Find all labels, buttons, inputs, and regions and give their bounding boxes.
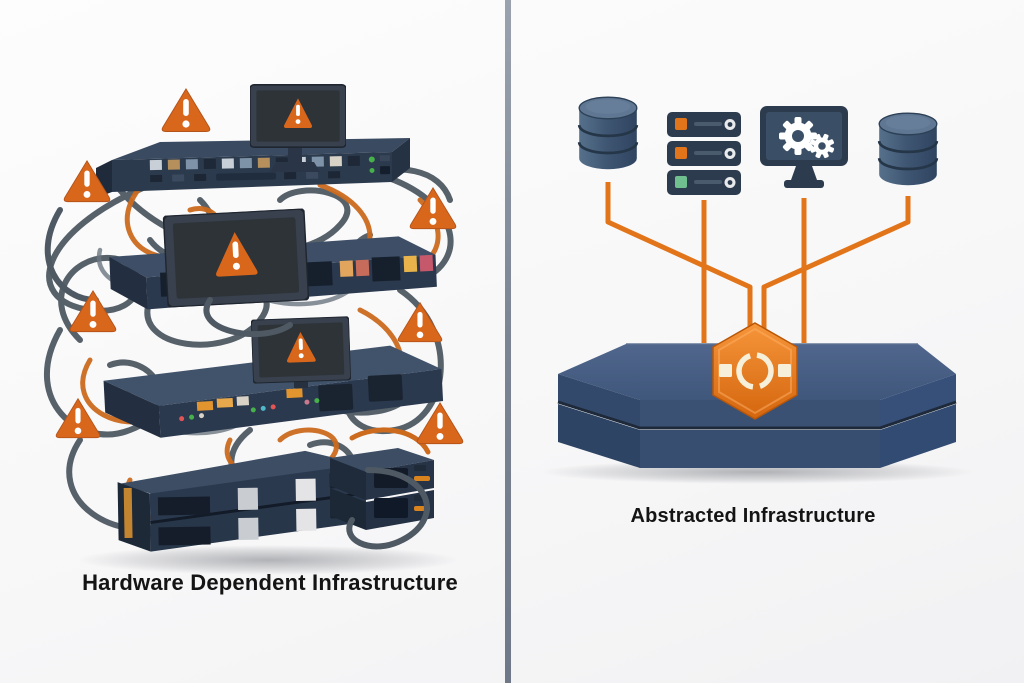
abstracted-infrastructure-illustration	[539, 95, 975, 484]
stack-shadow	[78, 545, 458, 575]
left-panel-title: Hardware Dependent Infrastructure	[82, 570, 458, 595]
right-panel-title: Abstracted Infrastructure	[630, 505, 876, 527]
warning-triangle-icon	[397, 302, 443, 343]
warning-triangle-icon	[416, 402, 464, 445]
rack-server-lower-alert-screen	[250, 316, 352, 384]
warning-triangle-icon	[161, 88, 211, 132]
connector-lines	[605, 182, 911, 343]
database-icon	[877, 111, 939, 187]
rack-server-upper-alert-screen	[162, 208, 310, 308]
hardware-dependent-illustration	[44, 84, 464, 575]
server-rack-icon	[667, 112, 741, 195]
database-icon	[577, 95, 639, 171]
monitor-gears-icon	[760, 106, 848, 188]
panel-divider	[505, 0, 511, 683]
warning-screen-icon	[250, 84, 346, 148]
network-switch	[96, 138, 410, 198]
switch-alert-monitor	[250, 84, 346, 172]
abstraction-platform	[557, 343, 957, 468]
api-hexagon-badge	[712, 322, 798, 420]
tangled-cables-front	[44, 207, 431, 550]
gear-small	[809, 133, 835, 159]
